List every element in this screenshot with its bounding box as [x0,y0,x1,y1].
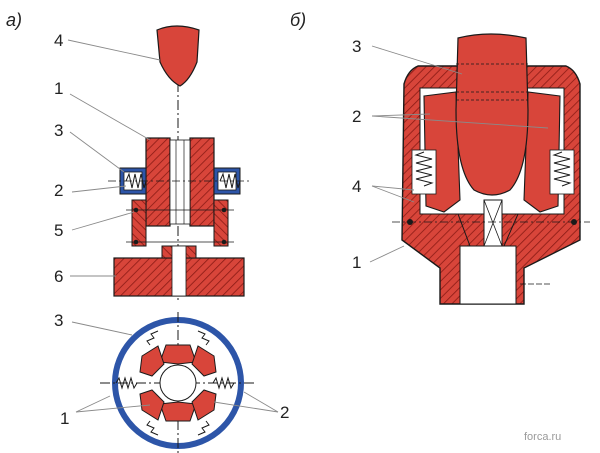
leaders-b [369,45,549,263]
label-a-base: 6 [54,267,63,286]
figure-b: 3 2 4 1 [352,33,590,305]
figure-a: 4 1 3 2 5 6 3 1 2 [54,25,289,453]
watermark: forca.ru [524,431,561,443]
label-a-sleeve: 1 [54,79,63,98]
collet-sleeve [145,137,215,227]
leaders-a [67,39,279,413]
punch [156,25,200,87]
label-a-plan-jaws: 1 [60,409,69,428]
plunger [455,33,529,196]
label-b-springs: 4 [352,177,361,196]
panel-label-a: а) [6,10,22,30]
panel-label-b: б) [290,10,306,30]
labels-a: 4 1 3 2 5 6 3 1 2 [54,31,289,428]
label-a-ring: 3 [54,121,63,140]
spring-b-left [414,151,434,187]
plan-view [100,312,256,453]
base-plate [113,245,245,297]
guide-part [126,199,234,247]
label-a-spring: 2 [54,181,63,200]
spring-right [219,172,241,189]
label-b-jaws: 2 [352,107,361,126]
label-b-housing: 1 [352,253,361,272]
labels-b: 3 2 4 1 [352,37,361,272]
label-a-guide: 5 [54,221,63,240]
label-a-plan-ring: 3 [54,311,63,330]
label-a-punch: 4 [54,31,63,50]
spring-b-right [552,151,572,187]
label-a-plan-springs: 2 [280,403,289,422]
label-b-plunger: 3 [352,37,361,56]
